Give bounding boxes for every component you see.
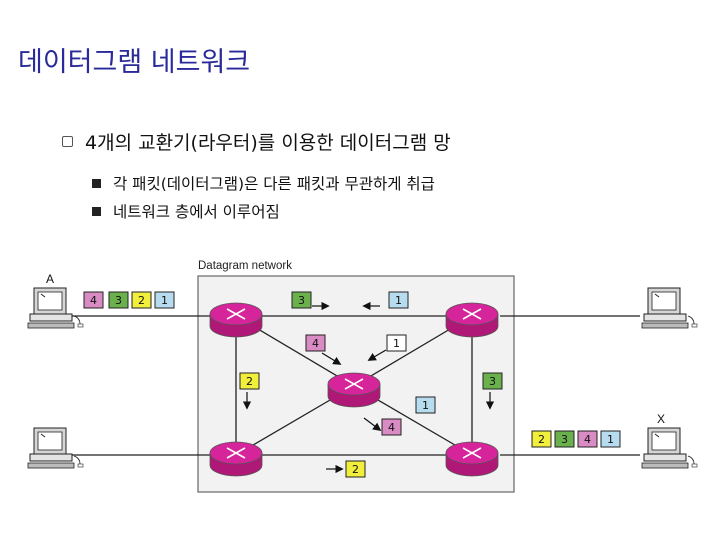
packet-mid-pink: 4 bbox=[305, 334, 342, 365]
main-bullet-text: 4개의 교환기(라우터)를 이용한 데이터그램 망 bbox=[85, 132, 451, 154]
packet-4: 4 bbox=[83, 291, 104, 309]
svg-text:4: 4 bbox=[312, 337, 319, 350]
packet-queue-x: 2 3 4 1 bbox=[531, 430, 621, 448]
svg-text:4: 4 bbox=[388, 421, 395, 434]
computer-bottom-left bbox=[27, 427, 84, 469]
packet-2: 2 bbox=[131, 291, 152, 309]
router-bottom-right bbox=[445, 441, 499, 477]
router-bottom-left bbox=[209, 441, 263, 477]
svg-text:4: 4 bbox=[584, 433, 591, 446]
packet-3: 3 bbox=[554, 430, 575, 448]
packet-queue-a: 4 3 2 1 bbox=[83, 291, 175, 309]
svg-text:3: 3 bbox=[489, 375, 496, 388]
sub-bullet-text: 네트워크 층에서 이루어짐 bbox=[113, 203, 280, 221]
slide-title: 데이터그램 네트워크 bbox=[18, 47, 251, 78]
svg-text:2: 2 bbox=[138, 294, 145, 307]
label-x: X bbox=[657, 412, 665, 426]
main-bullet: 4개의 교환기(라우터)를 이용한 데이터그램 망 bbox=[62, 128, 451, 155]
packet-bottom: 2 bbox=[326, 460, 366, 478]
svg-text:1: 1 bbox=[422, 399, 429, 412]
svg-text:2: 2 bbox=[538, 433, 545, 446]
packet-1: 1 bbox=[154, 291, 175, 309]
svg-text:1: 1 bbox=[393, 337, 400, 350]
svg-text:3: 3 bbox=[561, 433, 568, 446]
router-top-left bbox=[209, 302, 263, 338]
router-center bbox=[327, 372, 381, 408]
packet-top-right: 1 bbox=[362, 291, 409, 311]
packet-left-side: 2 bbox=[239, 372, 260, 410]
diagram-title: Datagram network bbox=[198, 260, 292, 272]
packet-center-pink: 4 bbox=[363, 417, 402, 436]
packet-3: 3 bbox=[108, 291, 129, 309]
router-top-right bbox=[445, 302, 499, 338]
svg-text:3: 3 bbox=[298, 294, 305, 307]
sub-bullet-text: 각 패킷(데이터그램)은 다른 패킷과 무관하게 취급 bbox=[113, 175, 435, 193]
svg-text:2: 2 bbox=[352, 463, 359, 476]
packet-center-blue: 1 bbox=[415, 396, 436, 414]
checkbox-bullet-icon bbox=[62, 136, 73, 147]
packet-right-side: 3 bbox=[482, 372, 503, 410]
square-bullet-icon bbox=[92, 206, 101, 216]
packet-4: 4 bbox=[577, 430, 598, 448]
sub-bullet-1: 각 패킷(데이터그램)은 다른 패킷과 무관하게 취급 bbox=[92, 172, 435, 194]
svg-text:2: 2 bbox=[246, 375, 253, 388]
packet-mid-white: 1 bbox=[367, 334, 407, 361]
datagram-network-diagram: Datagram network A X 4 3 bbox=[27, 260, 698, 493]
sub-bullet-2: 네트워크 층에서 이루어짐 bbox=[92, 200, 280, 222]
svg-text:1: 1 bbox=[395, 294, 402, 307]
svg-text:4: 4 bbox=[90, 294, 97, 307]
computer-top-right bbox=[641, 287, 698, 329]
computer-a bbox=[27, 287, 84, 329]
svg-text:1: 1 bbox=[607, 433, 614, 446]
svg-text:3: 3 bbox=[115, 294, 122, 307]
svg-text:1: 1 bbox=[161, 294, 168, 307]
label-a: A bbox=[46, 272, 54, 286]
packet-top-left: 3 bbox=[291, 291, 330, 311]
packet-1: 1 bbox=[600, 430, 621, 448]
computer-x bbox=[641, 427, 698, 469]
square-bullet-icon bbox=[92, 178, 101, 188]
packet-2: 2 bbox=[531, 430, 552, 448]
